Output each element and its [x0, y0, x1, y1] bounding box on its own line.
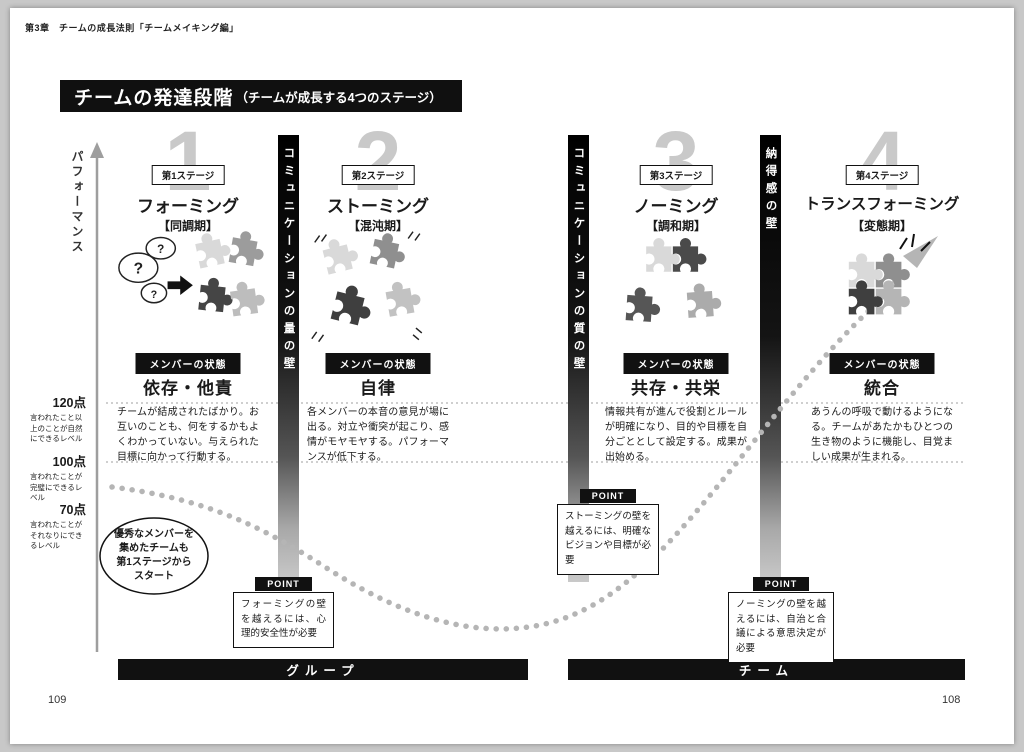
stage-number: 4 [858, 114, 906, 208]
level-score: 100点 [52, 455, 86, 469]
page-sheet [10, 8, 1014, 744]
stage-number: 3 [652, 114, 700, 208]
stage-tag: 第3ステージ [639, 165, 713, 185]
member-state-label: メンバーの状態 [135, 353, 241, 374]
stage-4-transforming: 4 第4ステージ トランスフォーミング 【変態期】 メンバーの状態 統合 あうん… [800, 119, 964, 680]
team-phase-bar: チーム [568, 659, 965, 680]
member-state-label: メンバーの状態 [325, 353, 431, 374]
stage-description: あうんの呼吸で動けるようになる。チームがあたかもひとつの生き物のように機能し、目… [811, 407, 953, 463]
stage-tag: 第2ステージ [341, 165, 415, 185]
svg-text:?: ? [157, 243, 164, 256]
point-tag: POINT [579, 489, 637, 503]
stage4-puzzle-illustration [848, 233, 931, 315]
stage-name: ストーミング [327, 197, 429, 216]
level-70: 70点 言われたことがそれなりにできるレベル [22, 499, 86, 552]
stage-description: 情報共有が進んで役割とルールが明確になり、目的や目標を自分ごととして設定する。成… [605, 407, 747, 463]
point-text: ストーミングの壁を越えるには、明確なビジョンや目標が必要 [557, 504, 659, 575]
curve-dotted-path [109, 265, 909, 632]
wall-communication-quality: コミュニケーションの質の壁 [568, 135, 589, 582]
axis-arrowhead-icon [90, 142, 104, 158]
stage-1-forming: 1 第1ステージ フォーミング 【同調期】 ? ? ? メンバーの状態 依存・他… [115, 119, 268, 680]
stage-name: ノーミング [633, 197, 719, 216]
point-tag: POINT [752, 577, 810, 591]
stage-name: トランスフォーミング [804, 196, 960, 213]
member-state-value: 自律 [360, 379, 396, 398]
point-tag: POINT [255, 577, 312, 591]
diagram-title: チームの発達段階 [74, 87, 234, 109]
svg-text:?: ? [151, 289, 158, 301]
member-state-value: 統合 [864, 379, 900, 398]
member-state-value: 依存・他責 [143, 379, 233, 398]
stage-description: チームが結成されたばかり。お互いのことも、何をするかもよくわかっていない。与えら… [117, 407, 259, 463]
level-score: 70点 [59, 503, 86, 517]
point-text: フォーミングの壁を越えるには、心理的安全性が必要 [233, 592, 334, 649]
diagram-subtitle: （チームが成長する4つのステージ） [235, 90, 442, 105]
stage-phase: 【同調期】 [157, 219, 218, 233]
arrow-right-icon [167, 275, 193, 295]
emphasis-marks-icon [899, 233, 931, 252]
stage-description: 各メンバーの本音の意見が場に出る。対立や衝突が起こり、感情がモヤモヤする。パフォ… [307, 407, 449, 463]
stage-phase: 【調和期】 [645, 219, 706, 233]
level-desc: 言われたことが完璧にできるレベル [30, 472, 83, 502]
wall-communication-quantity: コミュニケーションの量の壁 [278, 135, 299, 582]
stage-number: 2 [354, 114, 402, 208]
stage-phase: 【変態期】 [851, 219, 912, 233]
stage-tag: 第4ステージ [845, 165, 919, 185]
bubble-text: 優秀なメンバーを 集めたチームも 第1ステージから スタート [114, 529, 194, 582]
level-desc: 言われたことがそれなりにできるレベル [30, 520, 83, 550]
wall-label: 納得感の壁 [764, 147, 777, 235]
level-100: 100点 言われたことが完璧にできるレベル [22, 451, 86, 504]
point-callout-norming-wall: POINT ノーミングの壁を越えるには、自治と合議による意思決定が必要 [728, 574, 834, 663]
stage-phase: 【混沌期】 [347, 219, 408, 233]
stage1-puzzle-illustration: ? ? ? [118, 229, 268, 317]
stage-3-norming: 3 第3ステージ ノーミング 【調和期】 メンバーの状態 共存・共栄 情報共有が… [602, 119, 750, 680]
member-state-label: メンバーの状態 [829, 353, 935, 374]
diagram-title-bar: チームの発達段階 （チームが成長する4つのステージ） [60, 80, 462, 112]
group-phase-bar: グループ [118, 659, 528, 680]
point-text: ノーミングの壁を越えるには、自治と合議による意思決定が必要 [728, 592, 834, 663]
point-callout-storming-wall: POINT ストーミングの壁を越えるには、明確なビジョンや目標が必要 [557, 486, 659, 575]
svg-text:?: ? [134, 261, 144, 278]
page-number-left: 109 [48, 694, 67, 706]
member-state-value: 共存・共栄 [631, 379, 721, 398]
page-number-right: 108 [942, 694, 961, 706]
stage-2-storming: 2 第2ステージ ストーミング 【混沌期】 メンバーの状態 自律 各メンバーの本… [305, 119, 451, 680]
member-state-label: メンバーの状態 [623, 353, 729, 374]
stage-number: 1 [164, 114, 212, 208]
stage3-puzzle-illustration [625, 238, 723, 323]
wall-label: コミュニケーションの質の壁 [572, 147, 585, 375]
start-note-bubble: 優秀なメンバーを 集めたチームも 第1ステージから スタート [98, 516, 210, 596]
point-callout-forming-wall: POINT フォーミングの壁を越えるには、心理的安全性が必要 [233, 574, 334, 649]
level-score: 120点 [52, 396, 86, 410]
chapter-header: 第3章 チームの成長法則「チームメイキング編」 [25, 23, 239, 33]
level-120: 120点 言われたこと以上のことが自然にできるレベル [22, 392, 86, 445]
stage-name: フォーミング [137, 197, 239, 216]
stage-tag: 第1ステージ [151, 165, 225, 185]
wall-consent: 納得感の壁 [760, 135, 781, 582]
wall-label: コミュニケーションの量の壁 [282, 147, 295, 375]
performance-axis-label: パフォーマンス [70, 150, 84, 255]
level-desc: 言われたこと以上のことが自然にできるレベル [30, 413, 83, 443]
stage2-puzzle-illustration [311, 230, 423, 343]
bubble-outline [99, 517, 209, 595]
